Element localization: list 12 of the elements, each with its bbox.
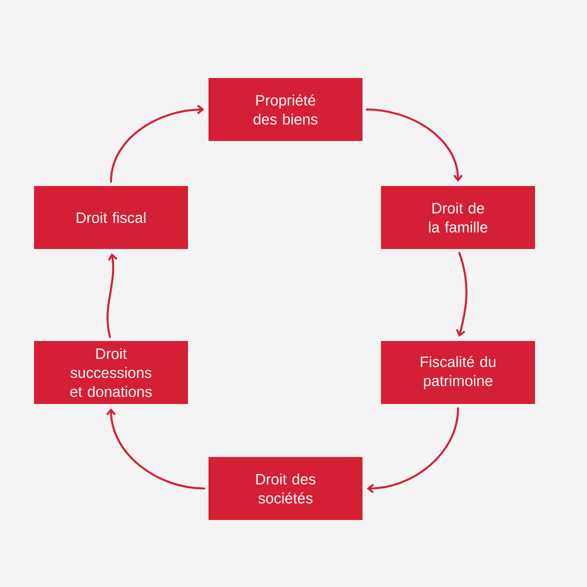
curved-arrow [456, 252, 468, 337]
topic-box: Propriété des biens [208, 78, 362, 141]
topic-box: Droit des sociétés [208, 457, 362, 520]
topic-box: Droit successions et donations [34, 341, 188, 404]
curved-arrow [106, 253, 118, 338]
topic-box: Droit de la famille [381, 186, 535, 249]
curved-arrow [106, 408, 206, 490]
topic-box: Droit fiscal [34, 186, 188, 249]
curved-arrow [110, 104, 204, 183]
curved-arrow [366, 108, 463, 182]
topic-box: Fiscalité du patrimoine [381, 341, 535, 404]
curved-arrow [366, 407, 459, 494]
